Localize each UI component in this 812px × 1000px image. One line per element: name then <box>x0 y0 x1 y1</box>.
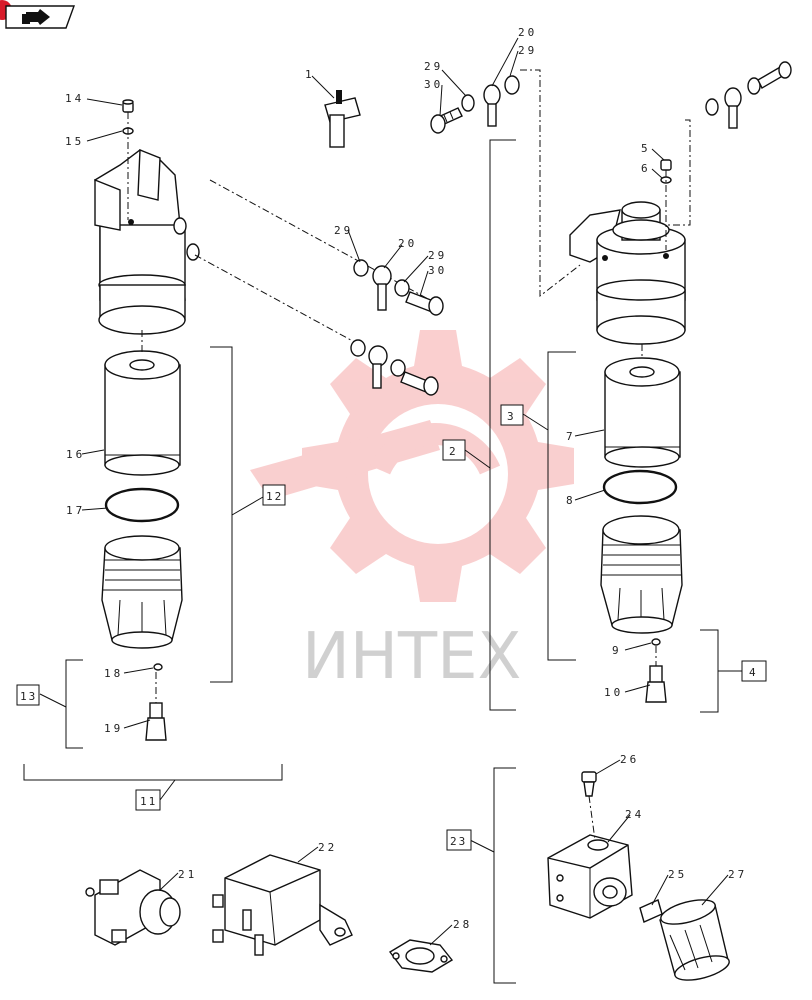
callout-box-13 <box>16 684 40 706</box>
callout-28: 28 <box>453 918 472 931</box>
watermark-logo <box>250 330 574 602</box>
drain-valve-19 <box>145 702 167 741</box>
callout-11: 11 <box>140 795 157 808</box>
callout-29-mid-b: 29 <box>428 249 447 262</box>
callout-14: 14 <box>65 92 84 105</box>
next-page-arrow-icon <box>22 9 50 25</box>
banjo-bolt-30-top <box>430 107 463 134</box>
banjo-20-top <box>483 84 501 127</box>
callout-26: 26 <box>620 753 639 766</box>
filter-cartridge-7 <box>604 357 681 468</box>
callout-20-top: 20 <box>518 26 537 39</box>
filter-head-24 <box>547 834 633 919</box>
washer-9 <box>651 638 661 646</box>
callout-13: 13 <box>20 690 37 703</box>
callout-20-mid: 20 <box>398 237 417 250</box>
callout-29-top-b: 29 <box>518 44 537 57</box>
callout-17: 17 <box>66 504 85 517</box>
callout-24: 24 <box>625 808 644 821</box>
filter-bowl <box>101 535 183 649</box>
drain-valve-10 <box>645 665 667 703</box>
callout-5: 5 <box>641 142 651 155</box>
callout-29-top-a: 29 <box>424 60 443 73</box>
callout-7: 7 <box>566 430 576 443</box>
banjo-bolt-30-mid <box>405 291 444 316</box>
callout-21: 21 <box>178 868 197 881</box>
fittings-top-right <box>705 61 792 129</box>
callout-23: 23 <box>450 835 467 848</box>
left-filter-head <box>94 148 200 335</box>
nipple-25 <box>639 899 663 923</box>
callout-box-4 <box>741 660 767 682</box>
callout-box-3 <box>500 404 524 426</box>
watermark-text: ИНТЕХ <box>302 620 521 694</box>
callout-2: 2 <box>449 445 458 458</box>
callout-4: 4 <box>749 666 758 679</box>
connector-1 <box>324 90 361 148</box>
callout-30-mid: 30 <box>428 264 447 277</box>
washer-29-mid-b <box>394 279 410 297</box>
spin-on-filter-27 <box>659 899 730 981</box>
callout-30-top: 30 <box>424 78 443 91</box>
washer-29-mid-a <box>353 259 369 277</box>
washer-29-top-a <box>461 94 475 112</box>
callout-19: 19 <box>104 722 123 735</box>
filter-cartridge-16 <box>104 350 181 476</box>
solenoid-21 <box>85 869 181 946</box>
screw-5 <box>660 159 672 171</box>
callout-box-12 <box>262 484 286 506</box>
screw-14 <box>122 99 134 113</box>
o-ring-17 <box>104 487 180 523</box>
filter-bowl-right <box>600 515 683 634</box>
callout-6: 6 <box>641 162 651 175</box>
banjo-set-lower <box>350 339 439 396</box>
callout-12: 12 <box>266 490 283 503</box>
callout-29-mid-a: 29 <box>334 224 353 237</box>
washer-29-top-b <box>504 75 520 95</box>
callout-1: 1 <box>305 68 315 81</box>
callout-22: 22 <box>318 841 337 854</box>
callout-27: 27 <box>728 868 747 881</box>
right-filter-head <box>569 201 686 345</box>
callout-8: 8 <box>566 494 576 507</box>
o-ring-8 <box>602 469 678 505</box>
gasket-28 <box>388 939 454 973</box>
callout-box-23 <box>446 829 472 851</box>
plug-26 <box>581 771 597 797</box>
washer-18 <box>153 663 163 671</box>
callout-3: 3 <box>507 410 516 423</box>
callout-18: 18 <box>104 667 123 680</box>
callout-box-11 <box>135 789 161 811</box>
callout-10: 10 <box>604 686 623 699</box>
callout-16: 16 <box>66 448 85 461</box>
callout-25: 25 <box>668 868 687 881</box>
callout-15: 15 <box>65 135 84 148</box>
banjo-20-mid <box>372 265 392 311</box>
callout-box-2 <box>442 439 466 461</box>
nav-button[interactable] <box>0 0 75 29</box>
relay-22 <box>212 854 353 956</box>
callout-9: 9 <box>612 644 622 657</box>
